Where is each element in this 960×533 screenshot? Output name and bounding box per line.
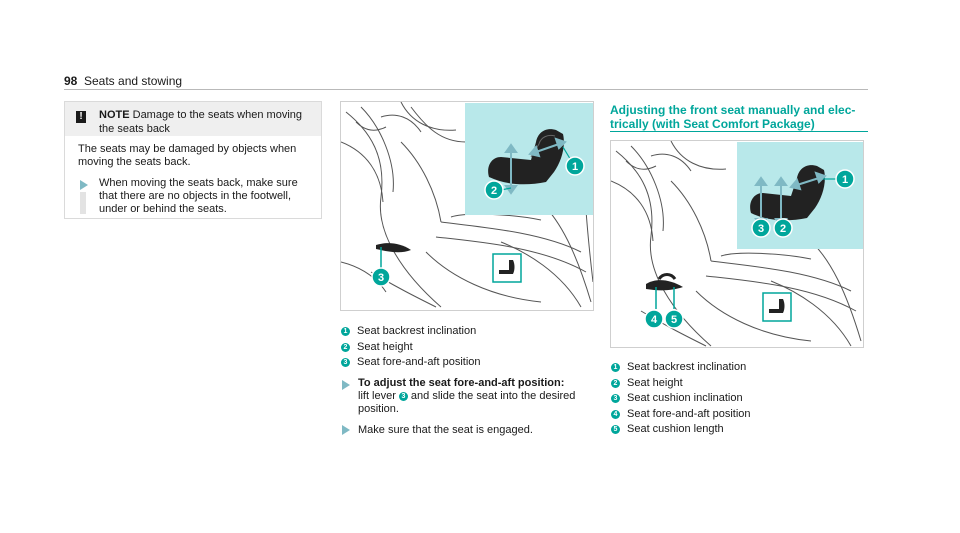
legend-number: 1 (611, 363, 620, 373)
legend-item: 3 Seat cushion inclination (611, 391, 865, 407)
legend-number: 3 (341, 358, 350, 368)
warning-exclamation-icon: ! (76, 111, 86, 123)
callout-1: 1 (572, 161, 578, 173)
callout-3: 3 (758, 223, 764, 235)
legend-text: Seat fore-and-aft position (357, 356, 481, 368)
legend-text: Seat backrest inclination (357, 325, 477, 337)
page-number: 98 (64, 74, 78, 88)
legend-number: 1 (341, 327, 350, 337)
seat-illustration-1: 3 1 2 (340, 101, 594, 311)
legend-text: Seat fore-and-aft position (627, 407, 751, 420)
legend-text: Seat cushion inclination (627, 392, 743, 404)
callout-2: 2 (780, 223, 786, 235)
legend-number: 4 (611, 409, 620, 419)
legend-number: 5 (611, 425, 620, 435)
note-header: ! NOTE Damage to the seats when moving t… (65, 102, 321, 136)
legend-item: 1 Seat backrest inclination (341, 324, 595, 340)
seat-illustration-2: 4 5 1 3 2 (610, 140, 864, 348)
header-divider (64, 89, 868, 90)
step-adjust-fore-aft: To adjust the seat fore-and-aft position… (358, 377, 594, 416)
note-body: The seats may be damaged by objects when… (78, 143, 297, 168)
note-label: NOTE (99, 109, 130, 121)
legend-item: 1 Seat backrest inclination (611, 360, 865, 376)
step-text-part: and slide the seat into the desired posi… (358, 390, 576, 415)
callout-1: 1 (842, 174, 848, 186)
step-arrow-icon (342, 380, 350, 390)
legend-item: 2 Seat height (341, 340, 595, 356)
bullet-bar (80, 192, 86, 214)
legend-number: 3 (611, 394, 620, 404)
section-heading-line-1: Adjusting the front seat manually and el… (610, 103, 856, 117)
legend-number: 2 (611, 378, 620, 388)
callout-5: 5 (671, 314, 677, 326)
section-heading-line-2: trically (with Seat Comfort Package) (610, 117, 815, 131)
step-check-engaged: Make sure that the seat is engaged. (358, 424, 533, 436)
legend-item: 4 Seat fore-and-aft position (611, 407, 865, 423)
seat-drawing-1: 3 1 2 (341, 102, 593, 308)
legend-text: Seat cushion length (627, 423, 724, 435)
step-arrow-icon (342, 425, 350, 435)
callout-2: 2 (491, 185, 497, 197)
legend-item: 3 Seat fore-and-aft position (341, 355, 595, 371)
legend-item: 5 Seat cushion length (611, 422, 865, 438)
section-heading-rule (610, 131, 868, 132)
callout-3: 3 (378, 272, 384, 284)
callout-4: 4 (651, 314, 658, 326)
note-title-text: Damage to the seats when moving the seat… (99, 109, 302, 135)
step-arrow-icon (80, 180, 88, 190)
section-heading: Adjusting the front seat manually and el… (610, 103, 868, 131)
step-text-part: lift lever (358, 390, 396, 402)
legend-number: 2 (341, 342, 350, 352)
legend-text: Seat backrest inclination (627, 361, 747, 373)
legend-item: 2 Seat height (611, 376, 865, 392)
legend-text: Seat height (357, 340, 413, 353)
inline-callout-3: 3 (398, 391, 408, 401)
note-title: NOTE Damage to the seats when moving the… (99, 108, 317, 136)
legend-text: Seat height (627, 376, 683, 389)
step-heading: To adjust the seat fore-and-aft position… (358, 377, 565, 389)
running-header-title: Seats and stowing (84, 74, 183, 88)
note-instruction: When moving the seats back, make sure th… (99, 177, 298, 215)
note-box: ! NOTE Damage to the seats when moving t… (64, 101, 322, 219)
seat-drawing-2: 4 5 1 3 2 (611, 141, 863, 347)
